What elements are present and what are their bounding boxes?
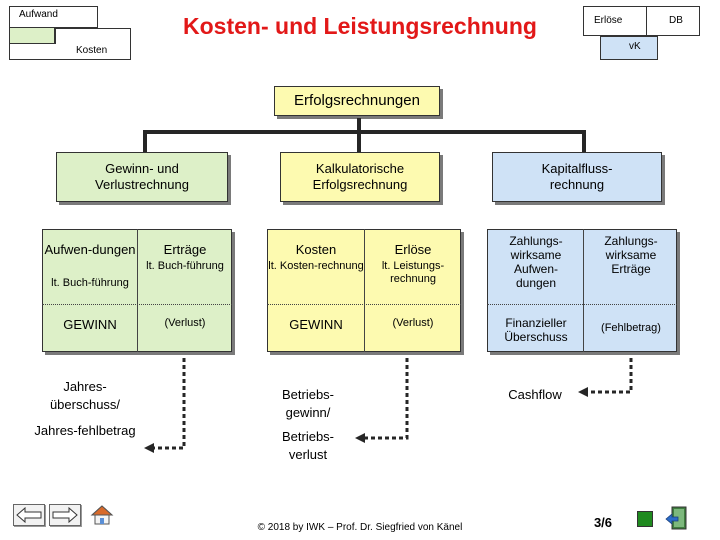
guv-account-separator (42, 304, 232, 305)
kalk-left-sub: lt. Kosten-rechnung (268, 260, 364, 272)
kapital-arrowhead (578, 387, 588, 397)
connector-left (143, 130, 147, 152)
exit-button[interactable] (664, 506, 692, 532)
guv-arrow-path (153, 358, 186, 450)
kalk-title-box: Kalkulatorische Erfolgsrechnung (280, 152, 440, 202)
guv-right-main: Erträge (163, 242, 207, 257)
kosten-label-patch (9, 44, 56, 60)
root-box: Erfolgsrechnungen (274, 86, 440, 116)
exit-door-icon (665, 506, 687, 530)
guv-left-sub: lt. Buch-führung (51, 277, 129, 289)
arrow-left-icon (16, 507, 42, 523)
kapital-right-main: Zahlungs-wirksame Erträge (604, 234, 658, 276)
kapital-arrow-path (587, 358, 633, 394)
guv-result-left: GEWINN (63, 317, 117, 332)
guv-arrowhead (144, 443, 154, 453)
guv-outcome-2: Jahres-fehlbetrag (34, 423, 136, 438)
connector-mid (357, 130, 361, 152)
db-label: DB (646, 6, 700, 36)
kapital-outcome-1: Cashflow (508, 387, 562, 402)
home-icon (90, 505, 114, 525)
kapital-account-separator (487, 304, 677, 305)
kapital-result-left: Finanzieller Überschuss (504, 316, 568, 344)
guv-result-right: (Verlust) (164, 317, 206, 329)
kalk-outcome-2: Betriebs-verlust (281, 429, 335, 462)
nav-back-button[interactable] (13, 504, 45, 526)
kalk-arrowhead (355, 433, 365, 443)
aufwand-label: Aufwand (9, 6, 98, 28)
aufwand-kosten-overlap (9, 28, 55, 44)
kalk-left-main: Kosten (295, 242, 337, 257)
guv-account-divider (137, 229, 138, 352)
guv-right-sub: lt. Buch-führung (146, 260, 224, 272)
kalk-arrow-path (364, 358, 409, 440)
kalk-account-separator (267, 304, 461, 305)
kapital-account-divider (583, 229, 584, 352)
kapital-result-right: (Fehlbetrag) (601, 322, 661, 334)
kalk-result-left: GEWINN (289, 317, 343, 332)
kalk-result-right: (Verlust) (392, 317, 434, 329)
kalk-right-sub: lt. Leistungs-rechnung (381, 260, 445, 285)
kapital-left-main: Zahlungs-wirksame Aufwen-dungen (509, 234, 563, 290)
kalk-outcome-1: Betriebs-gewinn/ (281, 387, 335, 420)
kapital-account (487, 229, 677, 352)
guv-left-main: Aufwen-dungen (44, 242, 136, 257)
home-button[interactable] (90, 504, 114, 526)
guv-outcome-1: Jahres-überschuss/ (49, 379, 121, 412)
vk-label: vK (600, 36, 658, 60)
page-title: Kosten- und Leistungsrechnung (183, 13, 537, 39)
connector-right (582, 130, 586, 152)
erloese-label: Erlöse (583, 6, 646, 36)
page-number: 3/6 (593, 515, 613, 530)
kalk-right-main: Erlöse (394, 242, 432, 257)
kalk-account-divider (364, 229, 365, 352)
arrow-right-icon (52, 507, 78, 523)
connector-horizontal (143, 130, 586, 134)
copyright-text: © 2018 by IWK – Prof. Dr. Siegfried von … (257, 522, 463, 533)
connector-root (357, 118, 361, 132)
kapital-title-box: Kapitalfluss-rechnung (492, 152, 662, 202)
status-square (637, 511, 653, 527)
guv-title-box: Gewinn- und Verlustrechnung (56, 152, 228, 202)
nav-forward-button[interactable] (49, 504, 81, 526)
